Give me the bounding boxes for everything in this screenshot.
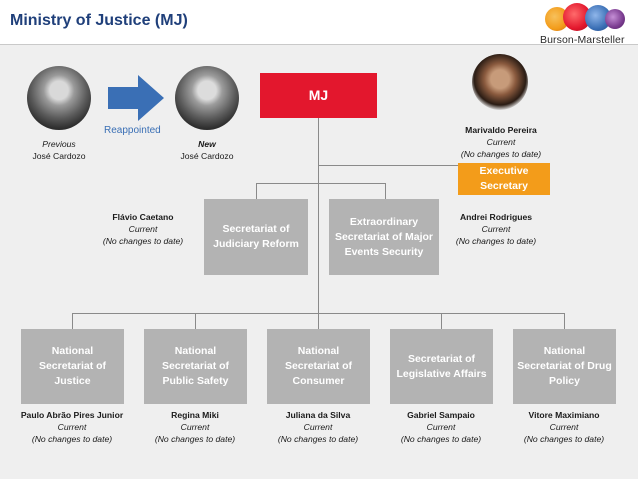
level1-person-2-name: Andrei Rodrigues [459,212,533,222]
level1-person-2-note: (No changes to date) [455,236,537,246]
level2-person-3-status: Current [303,422,333,432]
executive-person-note: (No changes to date) [460,149,542,159]
executive-photo [472,54,528,110]
level2-person-5: Vitore Maximiano Current (No changes to … [499,409,629,445]
level1-box-1: Secretariat of Judiciary Reform [204,199,308,275]
level1-person-1-name: Flávio Caetano [112,212,174,222]
new-photo [175,66,239,130]
level2-person-1-status: Current [57,422,87,432]
level2-person-4-name: Gabriel Sampaio [407,410,475,420]
connector-exec [318,165,458,166]
level2-person-5-status: Current [549,422,579,432]
level2-person-2-name: Regina Miki [171,410,219,420]
level2-person-5-note: (No changes to date) [523,434,605,444]
connector-level2-2 [195,313,196,329]
level2-person-4: Gabriel Sampaio Current (No changes to d… [376,409,506,445]
connector-level2-3 [318,313,319,329]
level2-person-3: Juliana da Silva Current (No changes to … [253,409,383,445]
new-status: New [198,139,216,149]
level2-person-3-note: (No changes to date) [277,434,359,444]
previous-name: José Cardozo [32,151,86,161]
connector-level1-right [385,183,386,199]
level1-person-2-status: Current [481,224,511,234]
level2-box-4: Secretariat of Legislative Affairs [390,329,493,404]
level2-person-1-note: (No changes to date) [31,434,113,444]
level2-person-5-name: Vitore Maximiano [528,410,600,420]
level2-person-2: Regina Miki Current (No changes to date) [130,409,260,445]
executive-secretary-box: Executive Secretary [458,163,550,195]
level2-person-1-name: Paulo Abrão Pires Junior [20,410,124,420]
mj-root-box: MJ [260,73,377,118]
connector-level2-5 [564,313,565,329]
level2-box-2: National Secretariat of Public Safety [144,329,247,404]
page-title: Ministry of Justice (MJ) [10,12,188,29]
level2-box-3: National Secretariat of Consumer [267,329,370,404]
previous-status: Previous [42,139,76,149]
globe-icon-purple [605,9,625,29]
connector-level2-1 [72,313,73,329]
connector-level1-horizontal [256,183,385,184]
level2-person-2-note: (No changes to date) [154,434,236,444]
level2-person-1: Paulo Abrão Pires Junior Current (No cha… [7,409,137,445]
level1-person-1-note: (No changes to date) [102,236,184,246]
logo-text: Burson-Marsteller [540,34,625,46]
level1-person-1: Flávio Caetano Current (No changes to da… [78,211,208,247]
level2-person-4-status: Current [426,422,456,432]
level1-person-1-status: Current [128,224,158,234]
level1-box-2: Extraordinary Secretariat of Major Event… [329,199,439,275]
level2-box-1: National Secretariat of Justice [21,329,124,404]
executive-person-status: Current [486,137,516,147]
reappointed-arrow-icon [108,75,164,121]
level2-person-2-status: Current [180,422,210,432]
level2-person-4-note: (No changes to date) [400,434,482,444]
connector-level2-4 [441,313,442,329]
logo [545,3,625,33]
level2-person-3-name: Juliana da Silva [285,410,351,420]
connector-level1-left [256,183,257,199]
previous-person: Previous José Cardozo [0,138,124,162]
new-name: José Cardozo [180,151,234,161]
reappointed-label: Reappointed [104,125,161,136]
level2-box-5: National Secretariat of Drug Policy [513,329,616,404]
connector-root-vertical [318,117,319,313]
header-divider [0,44,638,45]
level1-person-2: Andrei Rodrigues Current (No changes to … [431,211,561,247]
previous-photo [27,66,91,130]
new-person: New José Cardozo [142,138,272,162]
executive-person: Marivaldo Pereira Current (No changes to… [436,124,566,160]
executive-person-name: Marivaldo Pereira [465,125,537,135]
